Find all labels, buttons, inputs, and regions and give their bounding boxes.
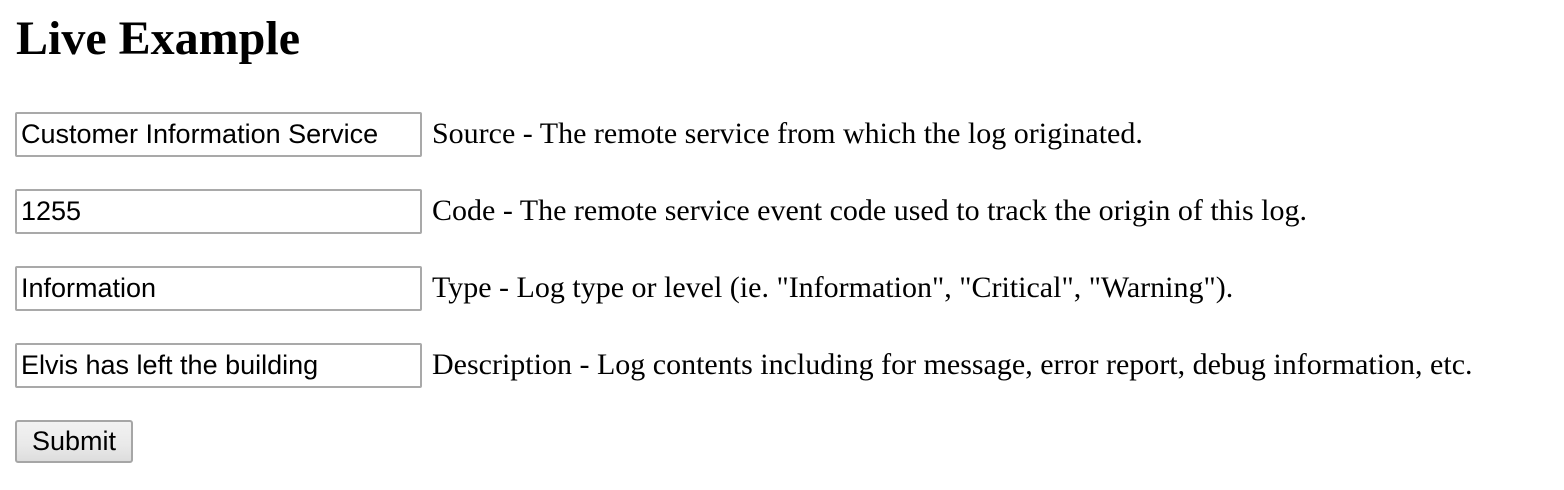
description-input[interactable]: [15, 342, 422, 388]
source-field-label: Source - The remote service from which t…: [432, 117, 1143, 151]
type-field-label: Type - Log type or level (ie. "Informati…: [432, 271, 1234, 305]
submit-row: Submit: [15, 419, 1564, 463]
form-row-source: Source - The remote service from which t…: [15, 111, 1564, 157]
live-example-page: Live Example Source - The remote service…: [0, 12, 1564, 463]
source-input[interactable]: [15, 111, 422, 157]
log-entry-form: Source - The remote service from which t…: [15, 111, 1564, 463]
form-row-type: Type - Log type or level (ie. "Informati…: [15, 265, 1564, 311]
form-row-description: Description - Log contents including for…: [15, 342, 1564, 388]
type-input[interactable]: [15, 265, 422, 311]
description-field-label: Description - Log contents including for…: [432, 348, 1473, 382]
submit-button[interactable]: Submit: [15, 419, 134, 463]
page-title: Live Example: [16, 12, 300, 65]
code-input[interactable]: [15, 188, 422, 234]
form-row-code: Code - The remote service event code use…: [15, 188, 1564, 234]
code-field-label: Code - The remote service event code use…: [432, 194, 1308, 228]
